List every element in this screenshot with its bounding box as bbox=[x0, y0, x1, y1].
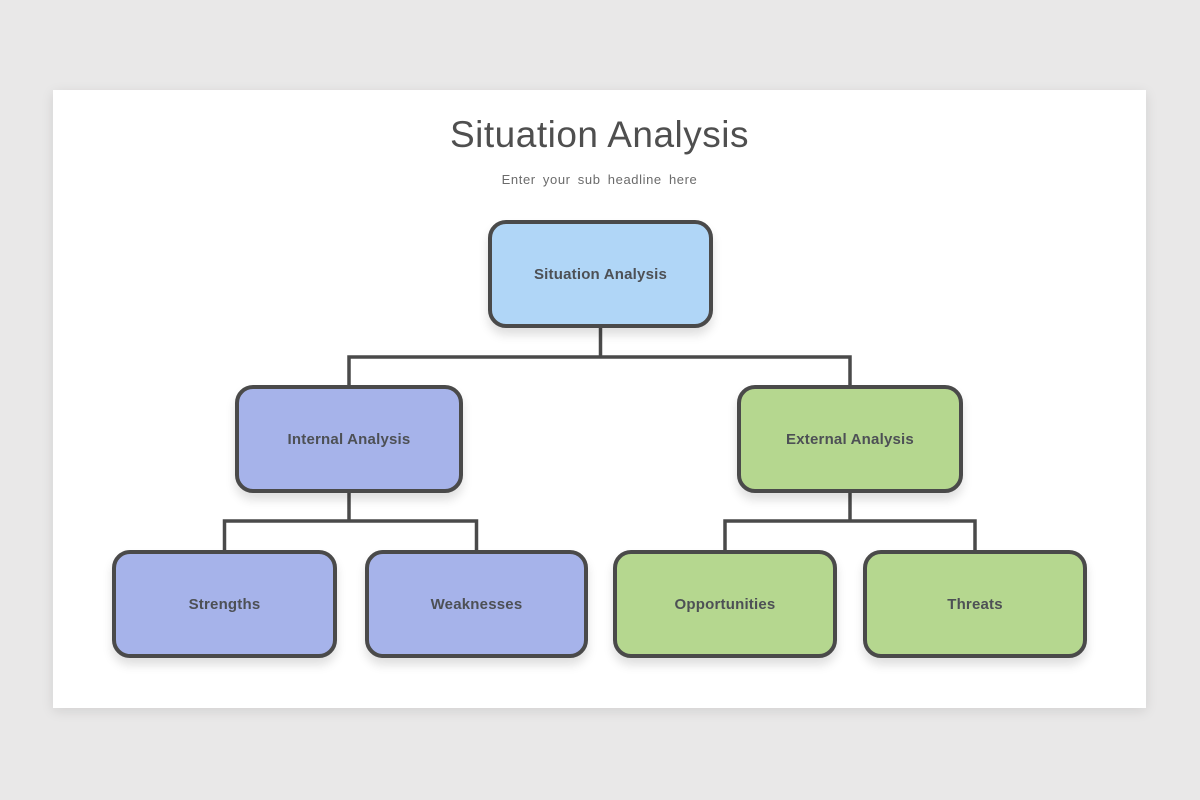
node-opportunities-label: Opportunities bbox=[674, 595, 776, 613]
node-external-analysis: External Analysis bbox=[737, 385, 963, 493]
node-weaknesses: Weaknesses bbox=[365, 550, 588, 658]
node-threats-label: Threats bbox=[947, 595, 1003, 613]
node-internal-analysis: Internal Analysis bbox=[235, 385, 463, 493]
page-title: Situation Analysis bbox=[449, 114, 749, 155]
node-opportunities: Opportunities bbox=[613, 550, 837, 658]
node-situation-analysis-label: Situation Analysis bbox=[533, 265, 668, 283]
connector-level1-rail bbox=[347, 355, 852, 387]
slide-card: Situation Analysis Enter your sub headli… bbox=[53, 90, 1146, 708]
node-external-analysis-label: External Analysis bbox=[786, 430, 914, 448]
slide-header: Situation Analysis Enter your sub headli… bbox=[53, 90, 1146, 187]
page-subtitle: Enter your sub headline here bbox=[501, 172, 698, 187]
node-strengths: Strengths bbox=[112, 550, 337, 658]
node-threats: Threats bbox=[863, 550, 1087, 658]
node-situation-analysis: Situation Analysis bbox=[488, 220, 713, 328]
connector-external-rail bbox=[723, 519, 977, 552]
node-strengths-label: Strengths bbox=[188, 595, 261, 613]
node-internal-analysis-label: Internal Analysis bbox=[287, 430, 411, 448]
connector-internal-rail bbox=[222, 519, 479, 552]
node-weaknesses-label: Weaknesses bbox=[430, 595, 523, 613]
